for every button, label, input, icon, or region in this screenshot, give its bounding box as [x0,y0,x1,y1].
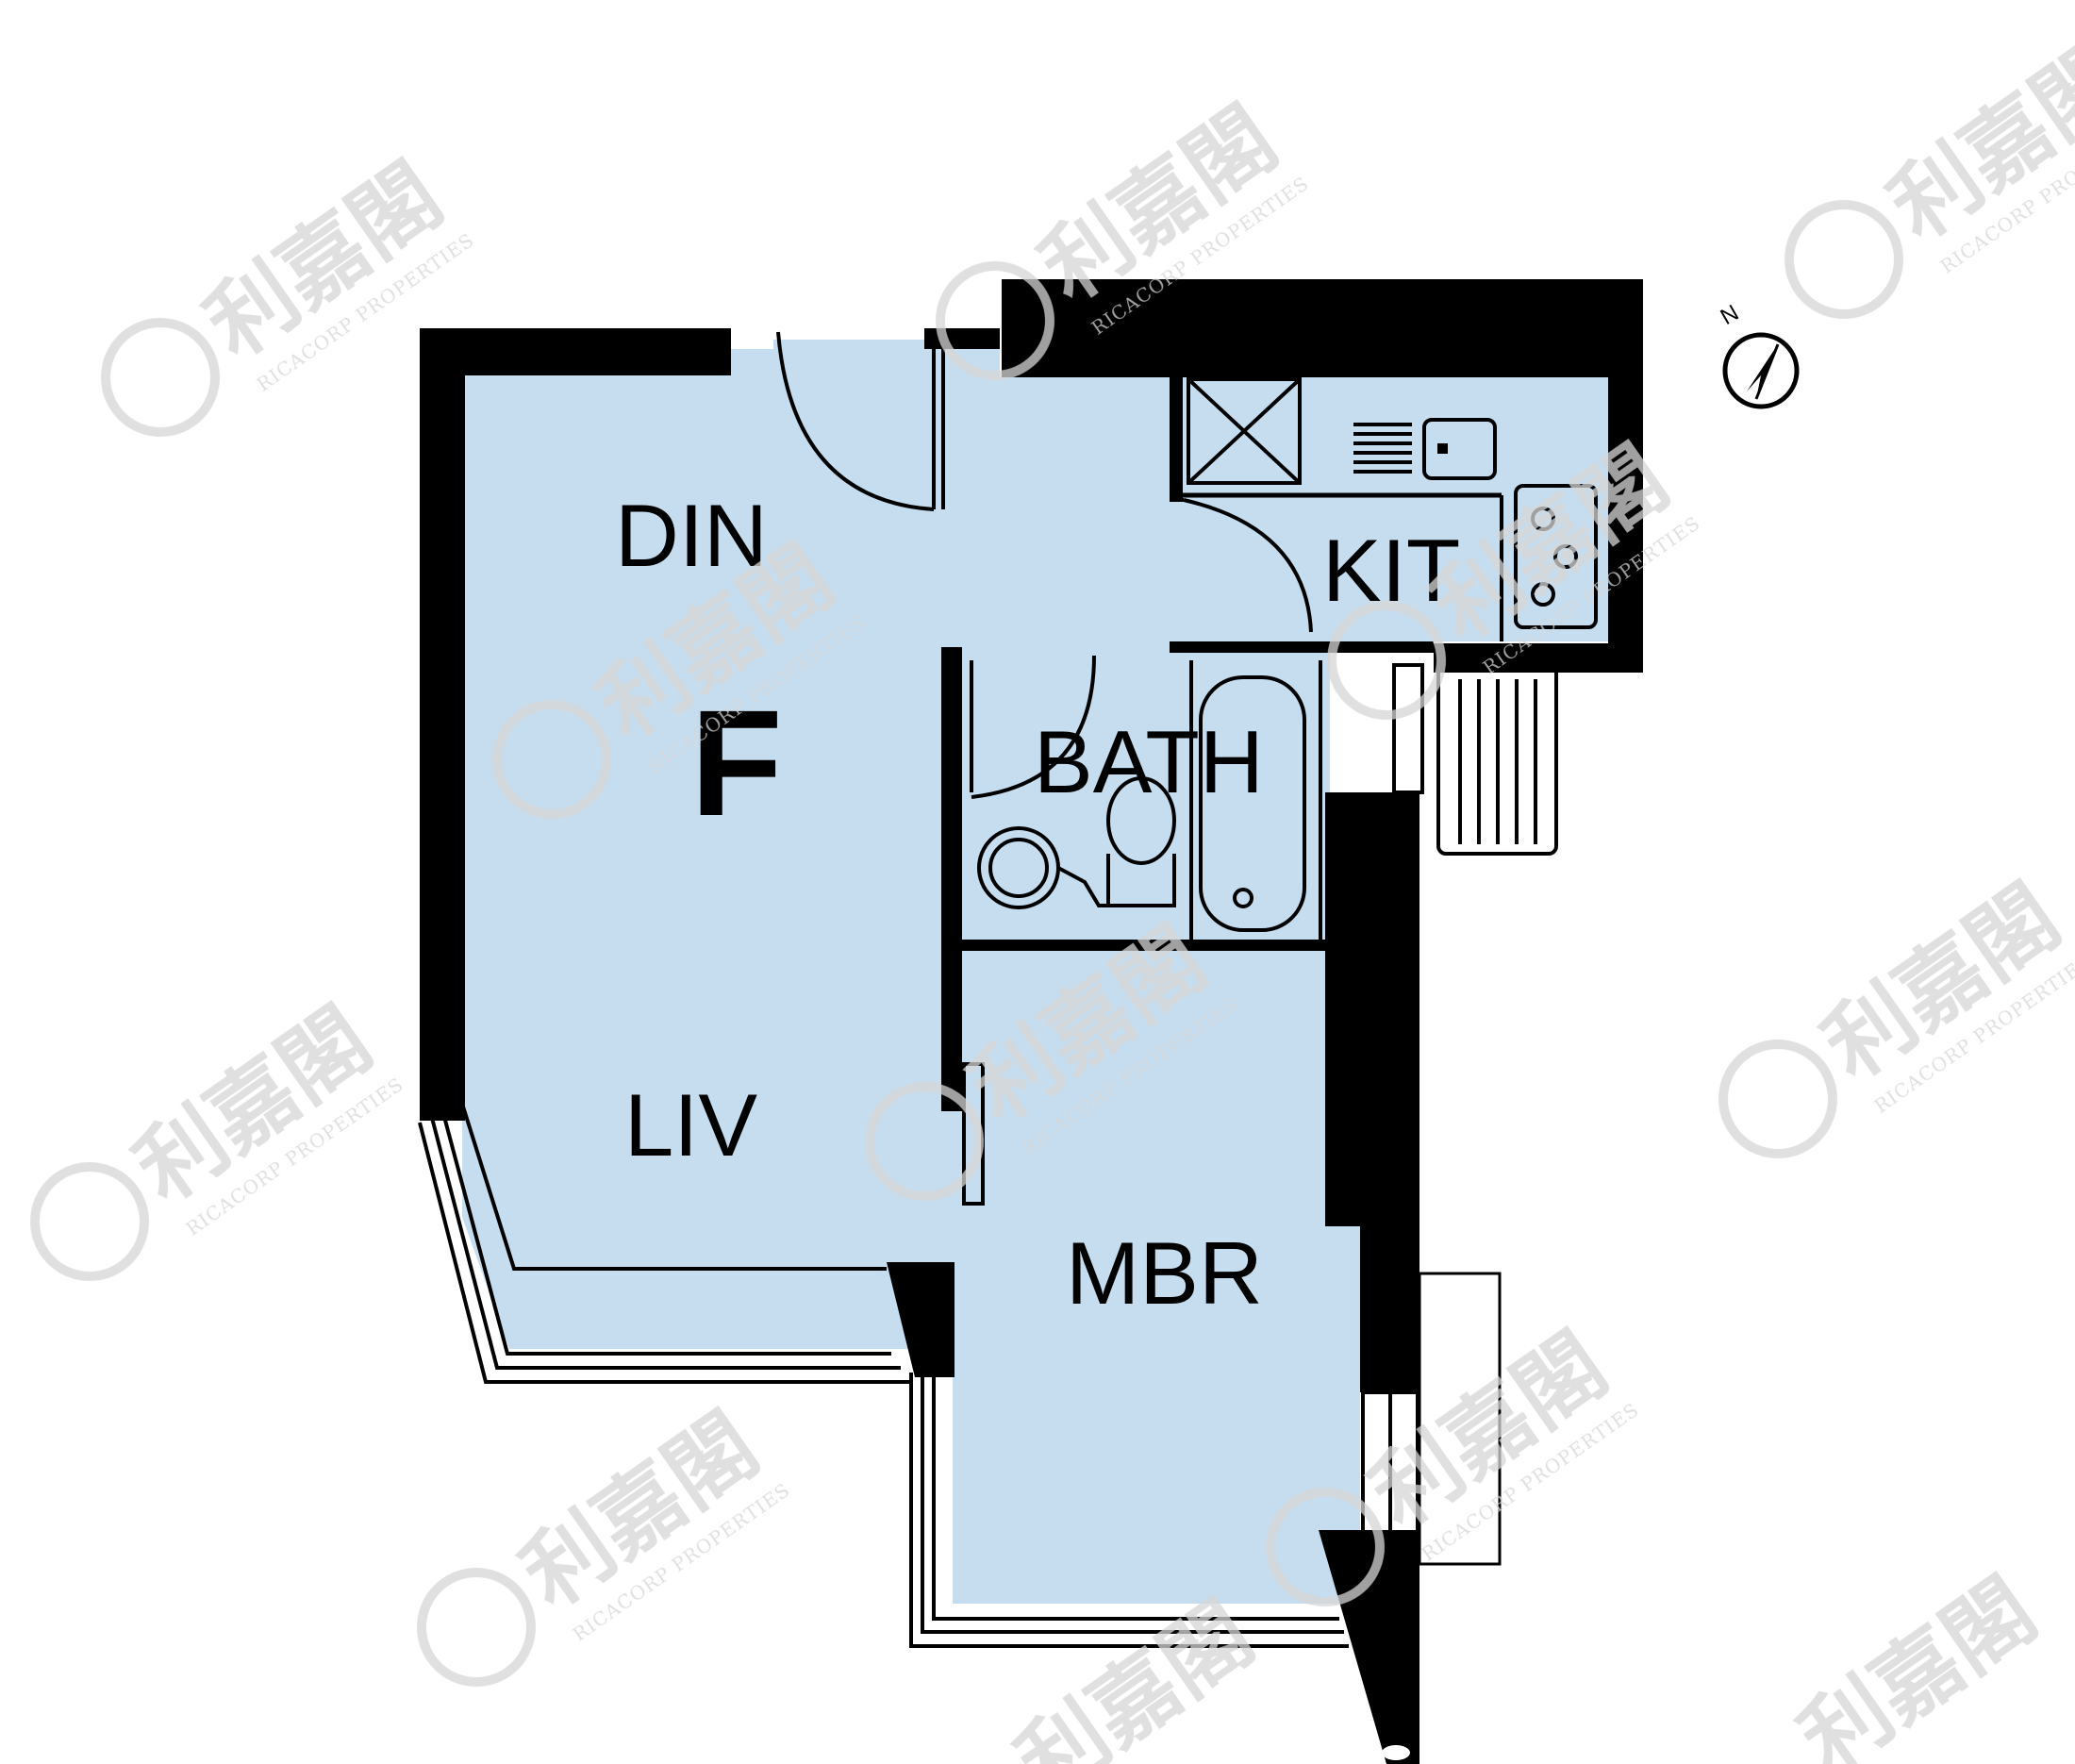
watermark-logo-icon [1784,200,1903,319]
ac-platform-mbr [1418,1272,1502,1566]
basin-icon [977,826,1174,909]
room-label-din: DIN [615,486,768,585]
wall-kit-bath [1170,641,1434,653]
floor-area [462,340,1608,1604]
wall-top-left [420,328,731,375]
watermark-logo-icon [1266,1488,1385,1606]
wall-kitchen-bottom [1434,643,1643,673]
kitchen-door-swing [1183,498,1313,633]
entrance-door-swing [776,331,935,511]
svg-text:利嘉閣: 利嘉閣 [1782,1559,2053,1764]
wall-central-partition [941,647,962,1111]
window-mbr-bottom-3 [932,1373,1339,1621]
unit-letter: F [690,678,783,847]
window-liv-bay-inner2 [441,1112,891,1356]
window-liv-bay [418,1122,910,1384]
compass: N [1717,300,1800,409]
room-label-liv: LIV [624,1075,757,1174]
compass-label: N [1717,300,1744,330]
fridge-icon [1187,377,1302,485]
wall-kitchen-left [1170,377,1183,500]
svg-text:利嘉閣: 利嘉閣 [999,1583,1270,1764]
bathtub-icon [1199,675,1306,932]
stove-icon [1514,484,1598,629]
wall-wedge-mbr [1319,1530,1419,1764]
watermark: 利嘉閣 RICACORP PROPERTIES [30,989,407,1281]
window-liv-bay-inner [430,1117,901,1370]
sink-icon [1422,418,1497,480]
watermark-logo-icon [417,1568,536,1687]
wall-kitchen-right [1608,279,1643,673]
room-label-mbr: MBR [1066,1223,1263,1323]
svg-text:利嘉閣: 利嘉閣 [1871,26,2075,259]
watermark-logo-icon [30,1162,149,1281]
watermark-logo-icon [1327,601,1446,720]
doors [776,331,1322,1206]
watermark-logo-icon [1718,1040,1837,1158]
bath-door-swing [971,655,1096,799]
window-mbr-bottom [909,1373,1349,1648]
window-mbr-bottom-2 [921,1373,1344,1634]
hall-floor [773,340,1174,651]
compass-arrow-icon [1747,344,1778,399]
window-liv-bay-inner3 [460,1103,887,1271]
window-bath [1392,663,1424,794]
watermark: 利嘉閣 [1782,1559,2053,1764]
compass-ring-icon [1722,332,1800,409]
windows [418,663,1502,1648]
wall-right-bath [1330,792,1419,877]
wall-left [420,328,465,1121]
drainboard-icon [1353,423,1412,474]
room-label-bath: BATH [1034,712,1264,811]
mbr-floor [953,943,1360,1604]
wall-hall-stub [924,328,1000,349]
wall-right-mbr-lower [1360,1226,1419,1392]
watermark: 利嘉閣 RICACORP PROPERTIES [1718,866,2075,1158]
fixtures [962,377,1598,945]
watermark-logo-icon [492,700,611,819]
watermark-logo-icon [101,318,220,437]
watermark: 利嘉閣 RICACORP PROPERTIES [1784,26,2075,319]
walls [420,279,1643,1764]
watermark-logo-icon [936,261,1054,380]
watermark: 利嘉閣 RICACORP PROPERTIES [101,144,478,437]
wall-top-kitchen [1002,279,1643,377]
wall-wedge-liv [887,1262,954,1377]
watermark-logo-icon [865,1082,984,1201]
watermark: 利嘉閣 RICACORP PROPERTIES [417,1394,794,1687]
ac-platform-kitchen [1436,658,1558,856]
wall-hole [1382,1745,1410,1760]
watermark: 利嘉閣 [999,1583,1270,1764]
